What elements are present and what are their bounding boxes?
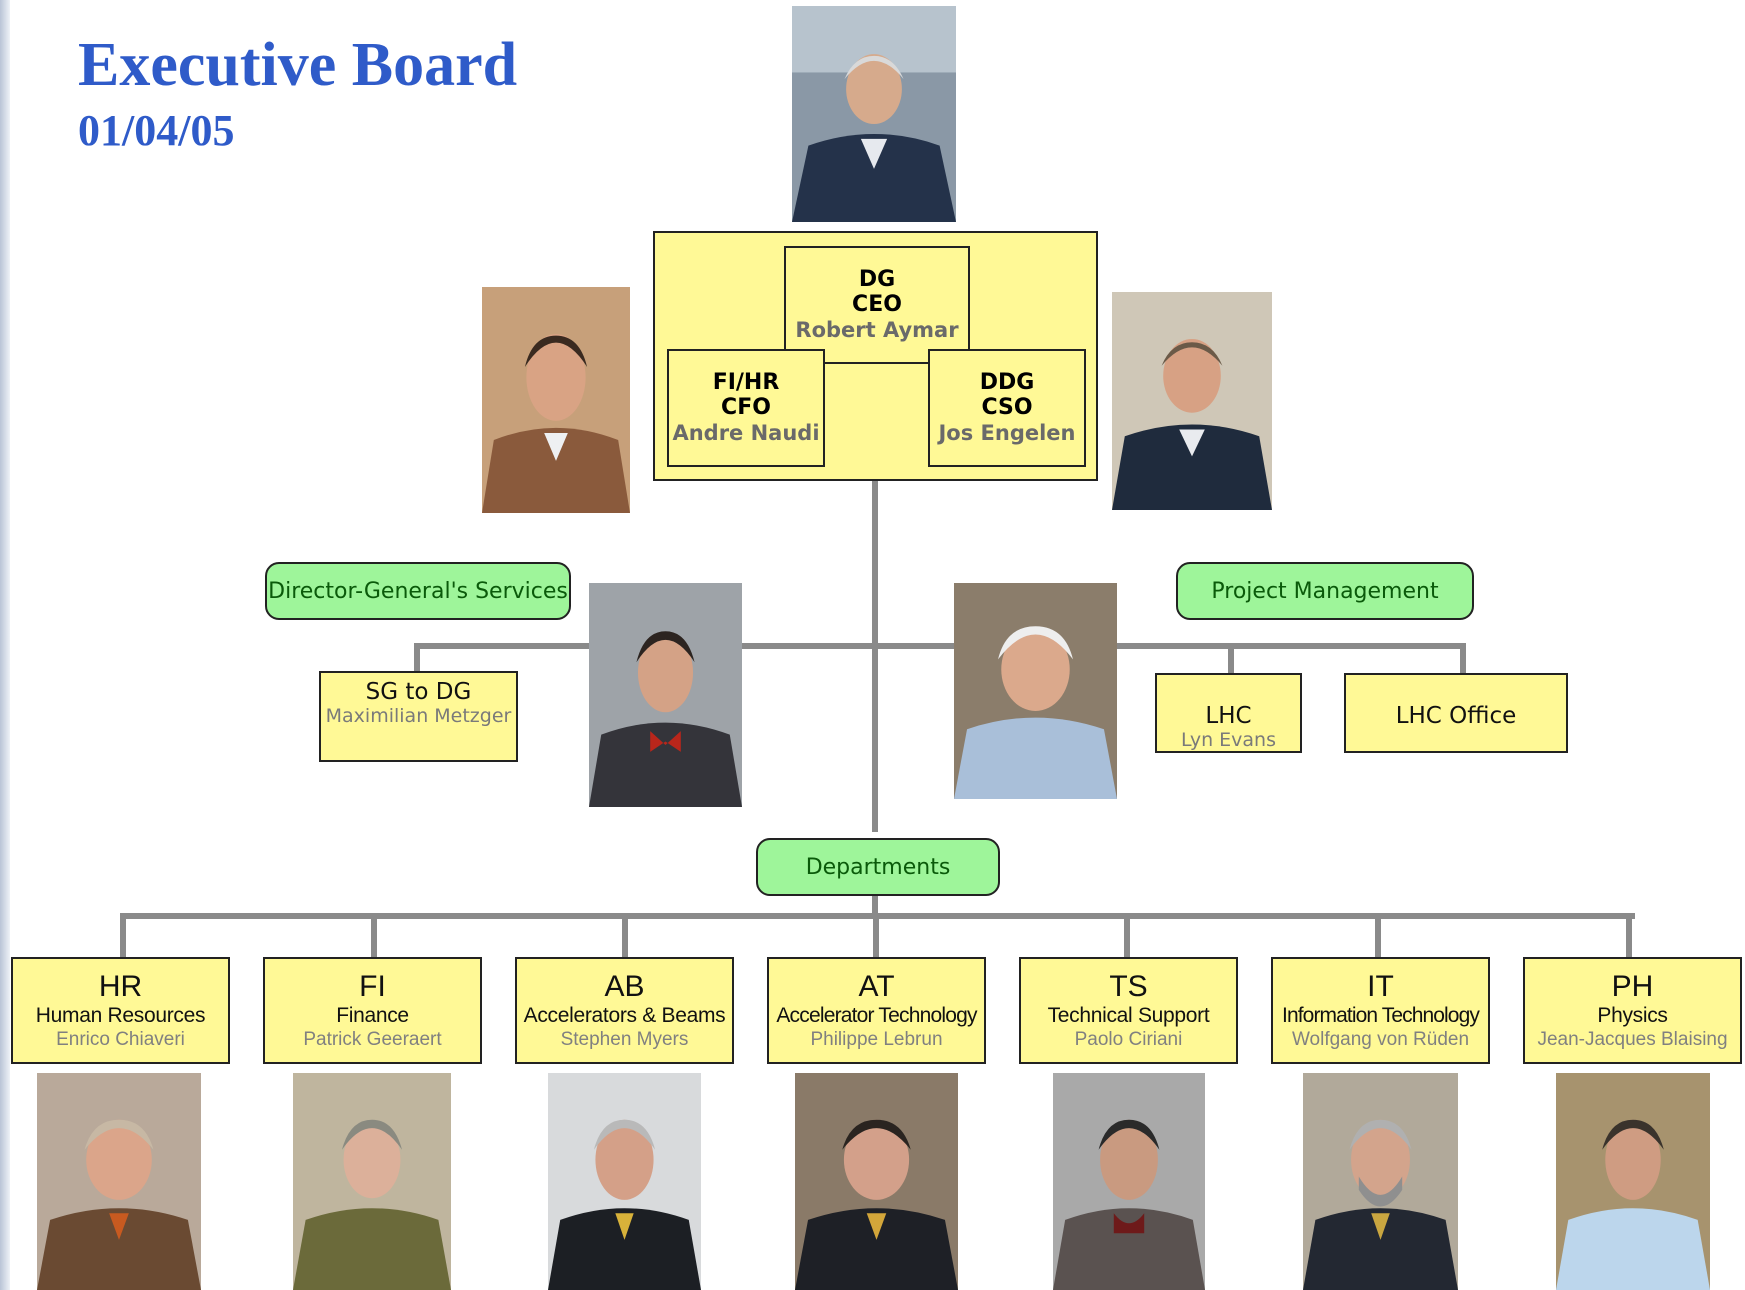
portrait-photo-fihr	[482, 287, 630, 513]
ddg-name: Jos Engelen	[938, 421, 1076, 445]
department-head: Patrick Geeraert	[303, 1028, 442, 1050]
project-management-box: Project Management	[1176, 562, 1474, 620]
department-name: Technical Support	[1047, 1003, 1210, 1027]
dg-services-box: Director-General's Services	[265, 562, 571, 620]
connector-departments-stub	[872, 895, 878, 915]
portrait-photo-ph	[1556, 1073, 1710, 1290]
department-code: PH	[1611, 969, 1654, 1003]
ddg-cso-box: DDG CSO Jos Engelen	[928, 349, 1086, 467]
department-box-ts: TS Technical Support Paolo Ciriani	[1019, 957, 1238, 1064]
lhc-title: LHC	[1205, 703, 1252, 729]
sg-name: Maximilian Metzger	[325, 705, 512, 727]
dg-name: Robert Aymar	[795, 318, 959, 342]
department-head: Wolfgang von Rüden	[1291, 1028, 1470, 1050]
connector-sg-drop	[414, 643, 420, 673]
connector-lhc-drop	[1228, 643, 1234, 675]
lhc-name: Lyn Evans	[1181, 729, 1276, 751]
department-name: Human Resources	[35, 1003, 206, 1027]
fihr-title: CFO	[721, 395, 771, 420]
department-box-ab: AB Accelerators & Beams Stephen Myers	[515, 957, 734, 1064]
lhc-box: LHC Lyn Evans	[1155, 673, 1302, 753]
department-box-ph: PH Physics Jean-Jacques Blaising	[1523, 957, 1742, 1064]
connector-ts-drop	[1124, 913, 1130, 959]
portrait-photo-ab	[548, 1073, 701, 1290]
dg-ceo-box: DG CEO Robert Aymar	[784, 246, 970, 364]
department-name: Accelerators & Beams	[523, 1003, 726, 1027]
dg-title: CEO	[852, 292, 902, 317]
connector-it-drop	[1375, 913, 1381, 959]
portrait-photo-it	[1303, 1073, 1458, 1290]
portrait-photo-ddg	[1112, 292, 1272, 510]
connector-mid-right	[872, 643, 1466, 649]
connector-at-drop	[873, 913, 879, 959]
departments-box: Departments	[756, 838, 1000, 896]
page-date: 01/04/05	[78, 106, 235, 155]
portrait-photo-fi	[293, 1073, 451, 1290]
portrait-photo-dg	[792, 6, 956, 222]
department-head: Stephen Myers	[560, 1028, 689, 1050]
portrait-photo-sg	[589, 583, 742, 807]
department-head: Enrico Chiaveri	[56, 1028, 185, 1050]
sg-to-dg-box: SG to DG Maximilian Metzger	[319, 671, 518, 762]
dg-role: DG	[858, 267, 896, 292]
department-code: IT	[1367, 969, 1394, 1003]
portrait-photo-hr	[37, 1073, 201, 1290]
department-code: HR	[98, 969, 143, 1003]
portrait-photo-lhc	[954, 583, 1117, 799]
department-box-hr: HR Human Resources Enrico Chiaveri	[11, 957, 230, 1064]
department-box-it: IT Information Technology Wolfgang von R…	[1271, 957, 1490, 1064]
connector-ab-drop	[622, 913, 628, 959]
department-head: Philippe Lebrun	[810, 1028, 943, 1050]
slide-edge	[0, 0, 10, 1290]
department-code: TS	[1109, 969, 1148, 1003]
fihr-cfo-box: FI/HR CFO Andre Naudi	[667, 349, 825, 467]
department-name: Information Technology	[1282, 1003, 1480, 1027]
portrait-photo-ts	[1053, 1073, 1205, 1290]
connector-trunk	[872, 480, 878, 832]
page-title: Executive Board	[78, 31, 518, 99]
department-head: Jean-Jacques Blaising	[1537, 1028, 1728, 1050]
sg-title: SG to DG	[365, 679, 472, 705]
connector-hr-drop	[120, 913, 126, 959]
department-name: Physics	[1597, 1003, 1668, 1027]
department-code: AB	[604, 969, 645, 1003]
ddg-role: DDG	[979, 370, 1035, 395]
department-box-fi: FI Finance Patrick Geeraert	[263, 957, 482, 1064]
ddg-title: CSO	[981, 395, 1033, 420]
department-box-at: AT Accelerator Technology Philippe Lebru…	[767, 957, 986, 1064]
connector-fi-drop	[371, 913, 377, 959]
department-code: FI	[359, 969, 386, 1003]
connector-ph-drop	[1626, 913, 1632, 959]
portrait-photo-at	[795, 1073, 958, 1290]
department-code: AT	[858, 969, 895, 1003]
department-head: Paolo Ciriani	[1074, 1028, 1183, 1050]
lhc-office-box: LHC Office	[1344, 673, 1568, 753]
fihr-name: Andre Naudi	[672, 421, 820, 445]
fihr-role: FI/HR	[712, 370, 780, 395]
department-name: Finance	[336, 1003, 409, 1027]
department-name: Accelerator Technology	[776, 1003, 977, 1027]
connector-lhc-office-drop	[1460, 643, 1466, 675]
lhc-office-title: LHC Office	[1395, 703, 1517, 729]
